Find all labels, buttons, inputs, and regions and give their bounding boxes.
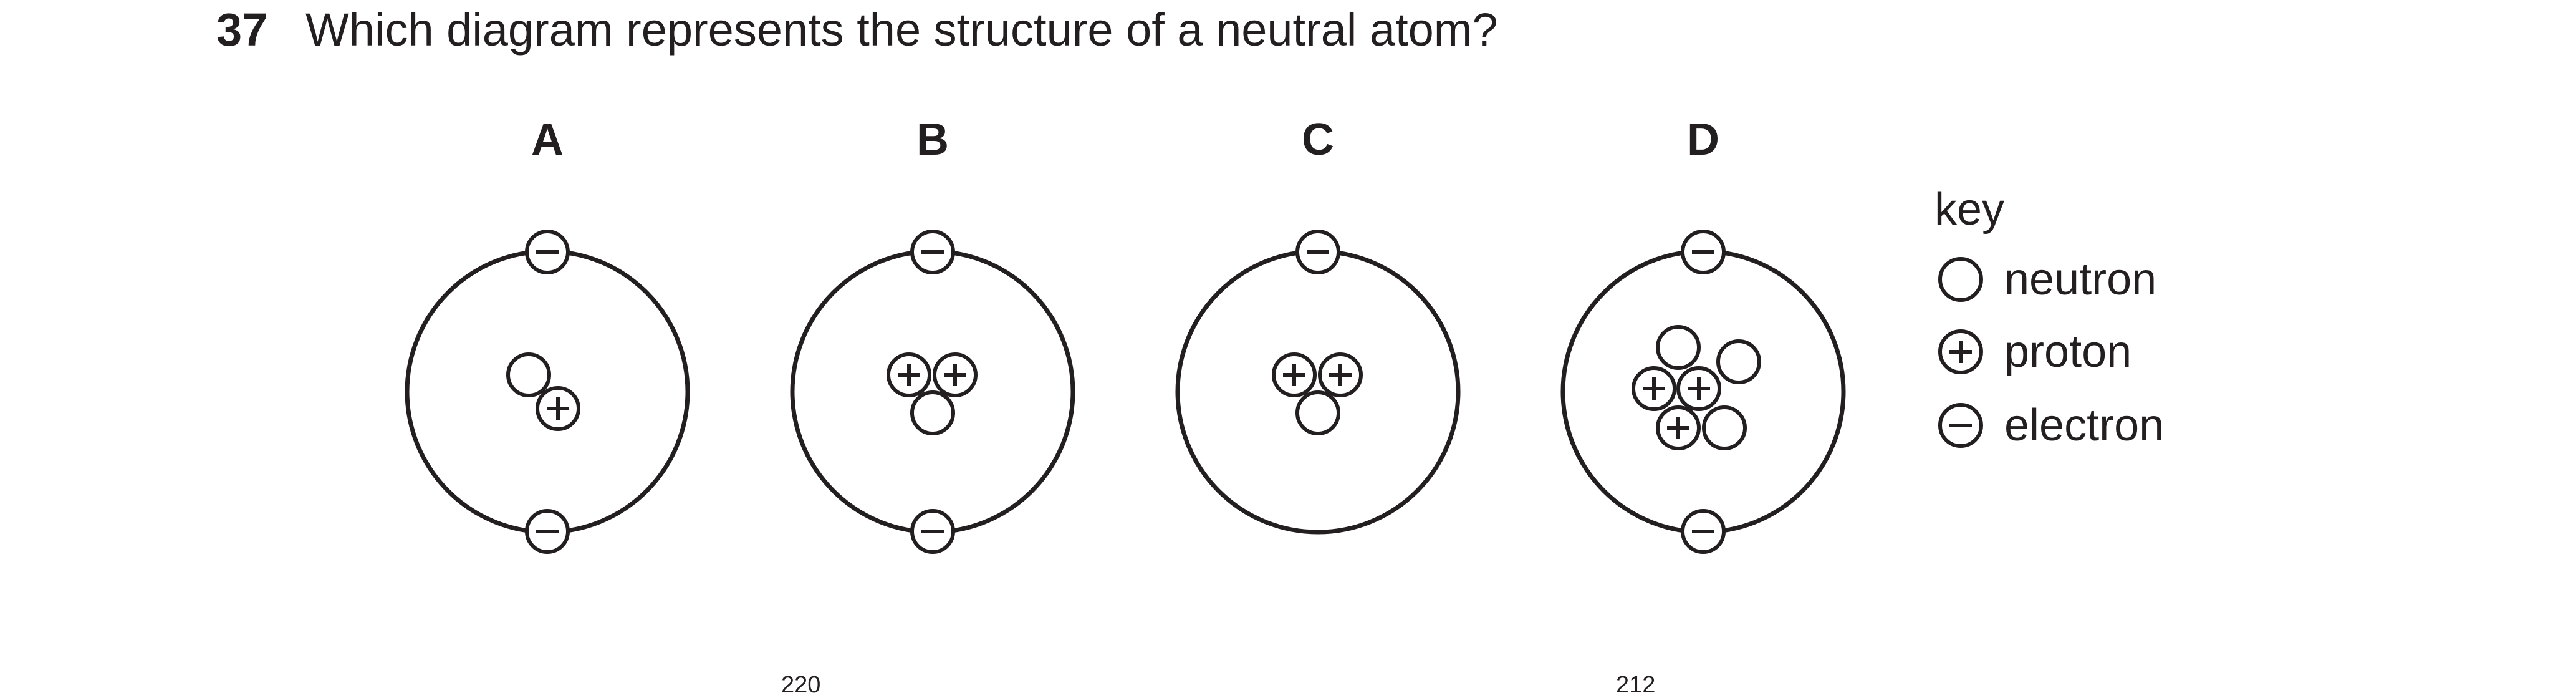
diagram-a-label: A <box>531 115 564 165</box>
question-text: Which diagram represents the structure o… <box>305 4 1498 56</box>
diagram-d: D <box>1560 115 1846 554</box>
proton-key-icon <box>1938 329 1983 374</box>
proton <box>1632 366 1676 411</box>
neutron <box>910 390 955 435</box>
neutron <box>506 352 551 397</box>
proton <box>1318 352 1363 397</box>
electron <box>910 230 955 274</box>
diagram-a: A <box>405 115 690 554</box>
question-number: 37 <box>216 4 268 56</box>
electron <box>525 230 570 274</box>
diagram-c: C <box>1175 115 1461 535</box>
footer-superscript-right: 212 <box>1616 672 1656 698</box>
neutron <box>1702 405 1747 450</box>
diagram-b: B <box>790 115 1075 554</box>
diagram-d-label: D <box>1687 115 1719 165</box>
electron <box>1295 230 1340 274</box>
electron <box>525 509 570 554</box>
electron <box>910 509 955 554</box>
diagram-b-label: B <box>916 115 949 165</box>
electron <box>1681 230 1726 274</box>
footer-superscript-left: 220 <box>781 672 821 698</box>
proton <box>1676 366 1721 411</box>
neutron <box>1716 339 1761 384</box>
proton <box>1656 405 1701 450</box>
key: key neutron proton electron <box>1934 185 2164 450</box>
neutron <box>1656 325 1701 370</box>
key-item-proton-label: proton <box>2004 327 2131 377</box>
proton <box>933 352 978 397</box>
diagram-c-label: C <box>1302 115 1334 165</box>
neutron <box>1295 390 1340 435</box>
neutron-key-icon <box>1938 257 1983 302</box>
proton <box>1272 352 1317 397</box>
electron <box>1681 509 1726 554</box>
proton <box>887 352 931 397</box>
electron-key-icon <box>1938 403 1983 448</box>
key-title: key <box>1934 185 2004 235</box>
key-item-electron-label: electron <box>2004 400 2164 450</box>
proton <box>536 386 580 431</box>
key-item-neutron-label: neutron <box>2004 254 2156 304</box>
